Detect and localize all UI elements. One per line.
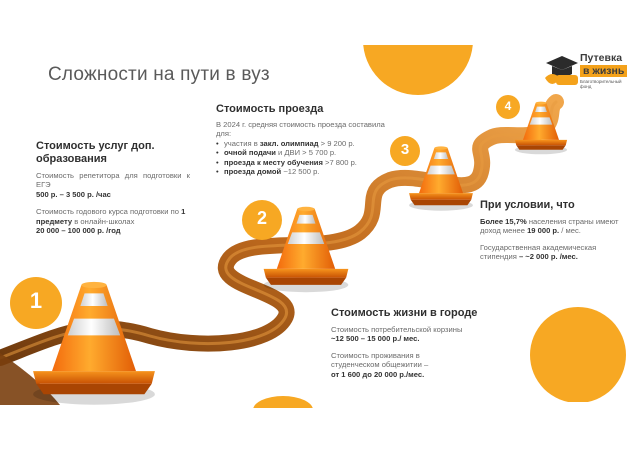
step-1-number: 1 xyxy=(29,288,43,313)
travel-item: проезда домой ~12 500 р. xyxy=(216,167,388,177)
step-3-number: 3 xyxy=(400,141,410,158)
logo-subtitle: Благотворительный фонд xyxy=(580,79,622,89)
step-3-badge xyxy=(390,136,420,166)
step-1-badge xyxy=(10,277,62,329)
travel-intro: В 2024 г. средняя стоимость проезда сост… xyxy=(216,120,385,139)
course-price: 20 000 – 100 000 р. /год xyxy=(36,226,121,236)
travel-item: проезда к месту обучения >7 800 р. xyxy=(216,158,388,168)
block1-body: Стоимость репетитора для подготовки к ЕГ… xyxy=(36,171,190,235)
travel-item: участия в закл. олимпиад > 9 200 р. xyxy=(216,139,388,149)
block2-body: В 2024 г. средняя стоимость проезда сост… xyxy=(216,120,388,177)
step-2-number: 2 xyxy=(256,208,267,228)
block1-heading: Стоимость услуг доп. образования xyxy=(36,140,155,165)
travel-list: участия в закл. олимпиад > 9 200 р. очно… xyxy=(216,139,388,177)
page-title: Сложности на пути в вуз xyxy=(48,64,270,85)
block3-heading: При условии, что xyxy=(480,199,575,211)
tutor-price: 500 р. – 3 500 р. /час xyxy=(36,189,111,199)
deco-circle-right xyxy=(530,307,626,403)
course-text: Стоимость годового курса подготовки по 1… xyxy=(36,207,186,226)
block4-heading: Стоимость жизни в городе xyxy=(331,307,478,319)
logo-name-line2: в жизнь xyxy=(580,65,628,77)
step-4-number: 4 xyxy=(504,99,512,113)
basket-label: Стоимость потребительской корзины xyxy=(331,325,463,334)
block3-body: Более 15,7% населения страны имеют доход… xyxy=(480,217,630,262)
logo-graduation-cap-icon xyxy=(545,56,578,85)
tutor-label: Стоимость репетитора для подготовки к ЕГ… xyxy=(36,171,190,190)
income-text: Более 15,7% населения страны имеют доход… xyxy=(480,217,619,236)
stipend-text: Государственная академическая стипендия … xyxy=(480,242,597,262)
block2-heading: Стоимость проезда xyxy=(216,103,324,115)
basket-price: ~12 500 – 15 000 р./ мес. xyxy=(331,334,420,344)
logo-name-line1: Путевка xyxy=(580,52,623,64)
dorm-label: Стоимость проживания в студенческом обще… xyxy=(331,350,429,370)
travel-item: очной подачи и ДВИ > 5 700 р. xyxy=(216,148,388,158)
step-2-badge xyxy=(242,200,282,240)
block4-body: Стоимость потребительской корзины ~12 50… xyxy=(331,325,467,379)
dorm-price: от 1 600 до 20 000 р./мес. xyxy=(331,369,425,379)
step-4-badge xyxy=(496,95,520,119)
